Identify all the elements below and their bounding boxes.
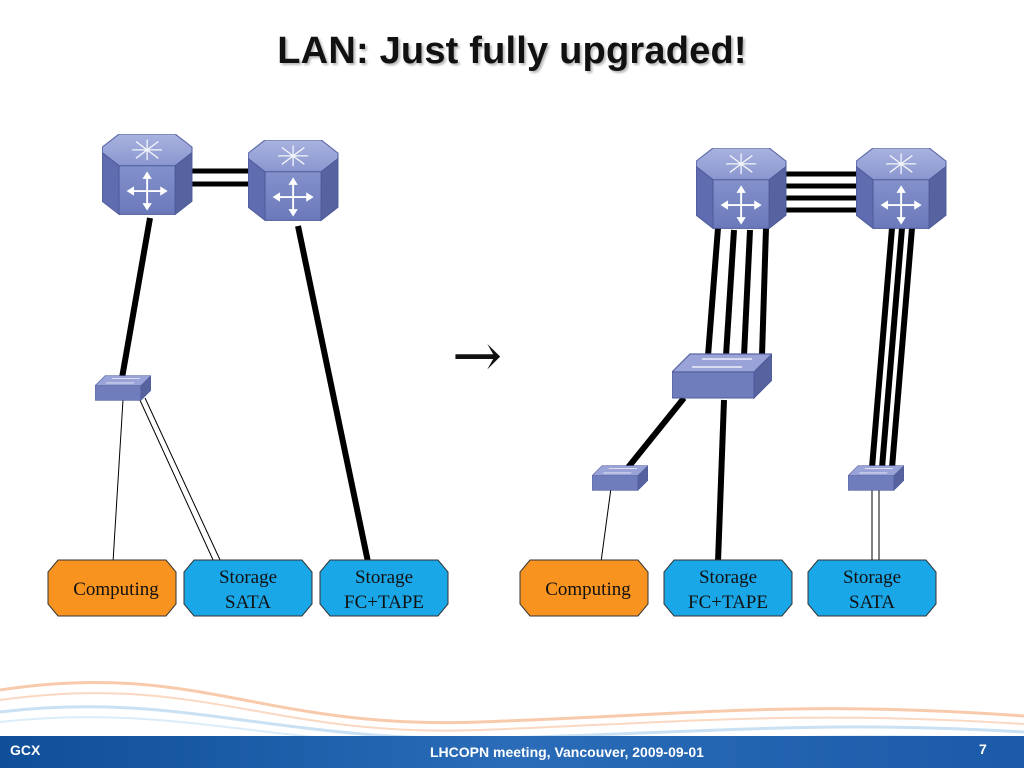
node-label: SATA [225,592,271,613]
switch-icon [95,375,151,401]
router-icon [856,148,947,230]
footer-logo-text: GCX [10,742,41,758]
node-label: Storage [355,567,413,588]
switch-icon [848,465,904,491]
left-storage-fc-node: Storage FC+TAPE [319,559,449,617]
footer-bar [0,736,1024,768]
router-icon [102,134,193,216]
right-links [600,171,915,563]
router-icon [248,140,339,222]
transition-arrow: → [452,321,503,391]
node-label: Computing [73,579,159,600]
left-links [112,168,371,563]
left-computing-node: Computing [47,559,177,617]
switch-icon [672,353,772,399]
node-label: Storage [699,567,757,588]
footer-meeting-text: LHCOPN meeting, Vancouver, 2009-09-01 [430,744,704,760]
right-storage-fc-node: Storage FC+TAPE [663,559,793,617]
node-label: FC+TAPE [688,592,768,613]
node-label: FC+TAPE [344,592,424,613]
right-storage-sata-node: Storage SATA [807,559,937,617]
node-label: Storage [843,567,901,588]
node-label: Storage [219,567,277,588]
node-label: Computing [545,579,631,600]
node-label: SATA [849,592,895,613]
slide-title: LAN: Just fully upgraded! [277,30,747,72]
page-number: 7 [979,741,987,757]
right-computing-node: Computing [519,559,649,617]
router-icon [696,148,787,230]
switch-icon [592,465,648,491]
left-storage-sata-node: Storage SATA [183,559,313,617]
